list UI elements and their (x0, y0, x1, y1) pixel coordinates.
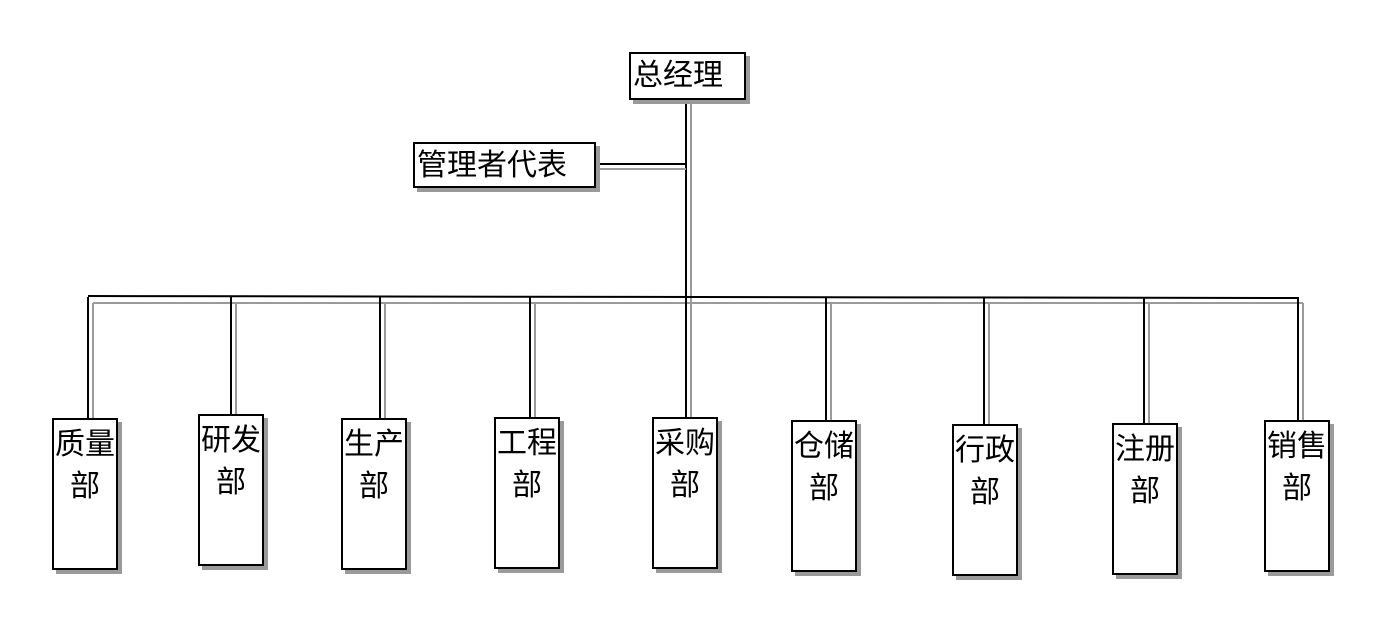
department-bus (87, 295, 1299, 299)
department-box-engineering: 工程部 (494, 417, 560, 569)
department-box-sales: 销售部 (1264, 420, 1330, 572)
department-box-registration: 注册部 (1112, 423, 1178, 575)
management-representative-label: 管理者代表 (417, 148, 567, 183)
department-box-administration: 行政部 (952, 424, 1018, 576)
department-label: 行政部 (955, 433, 1015, 510)
department-label: 销售部 (1267, 429, 1327, 506)
department-box-quality: 质量部 (52, 418, 118, 570)
department-box-production: 生产部 (341, 418, 407, 570)
department-label: 生产部 (344, 427, 404, 504)
department-box-rnd: 研发部 (198, 414, 264, 566)
department-label: 采购部 (655, 426, 715, 503)
management-representative-box: 管理者代表 (413, 142, 596, 188)
general-manager-box: 总经理 (629, 52, 746, 100)
department-label: 注册部 (1115, 432, 1175, 509)
department-box-warehouse: 仓储部 (791, 420, 857, 572)
department-label: 工程部 (497, 426, 557, 503)
department-label: 仓储部 (794, 429, 854, 506)
department-box-purchasing: 采购部 (652, 417, 718, 569)
department-label: 质量部 (55, 427, 115, 504)
department-label: 研发部 (201, 423, 261, 500)
general-manager-label: 总经理 (633, 58, 723, 93)
